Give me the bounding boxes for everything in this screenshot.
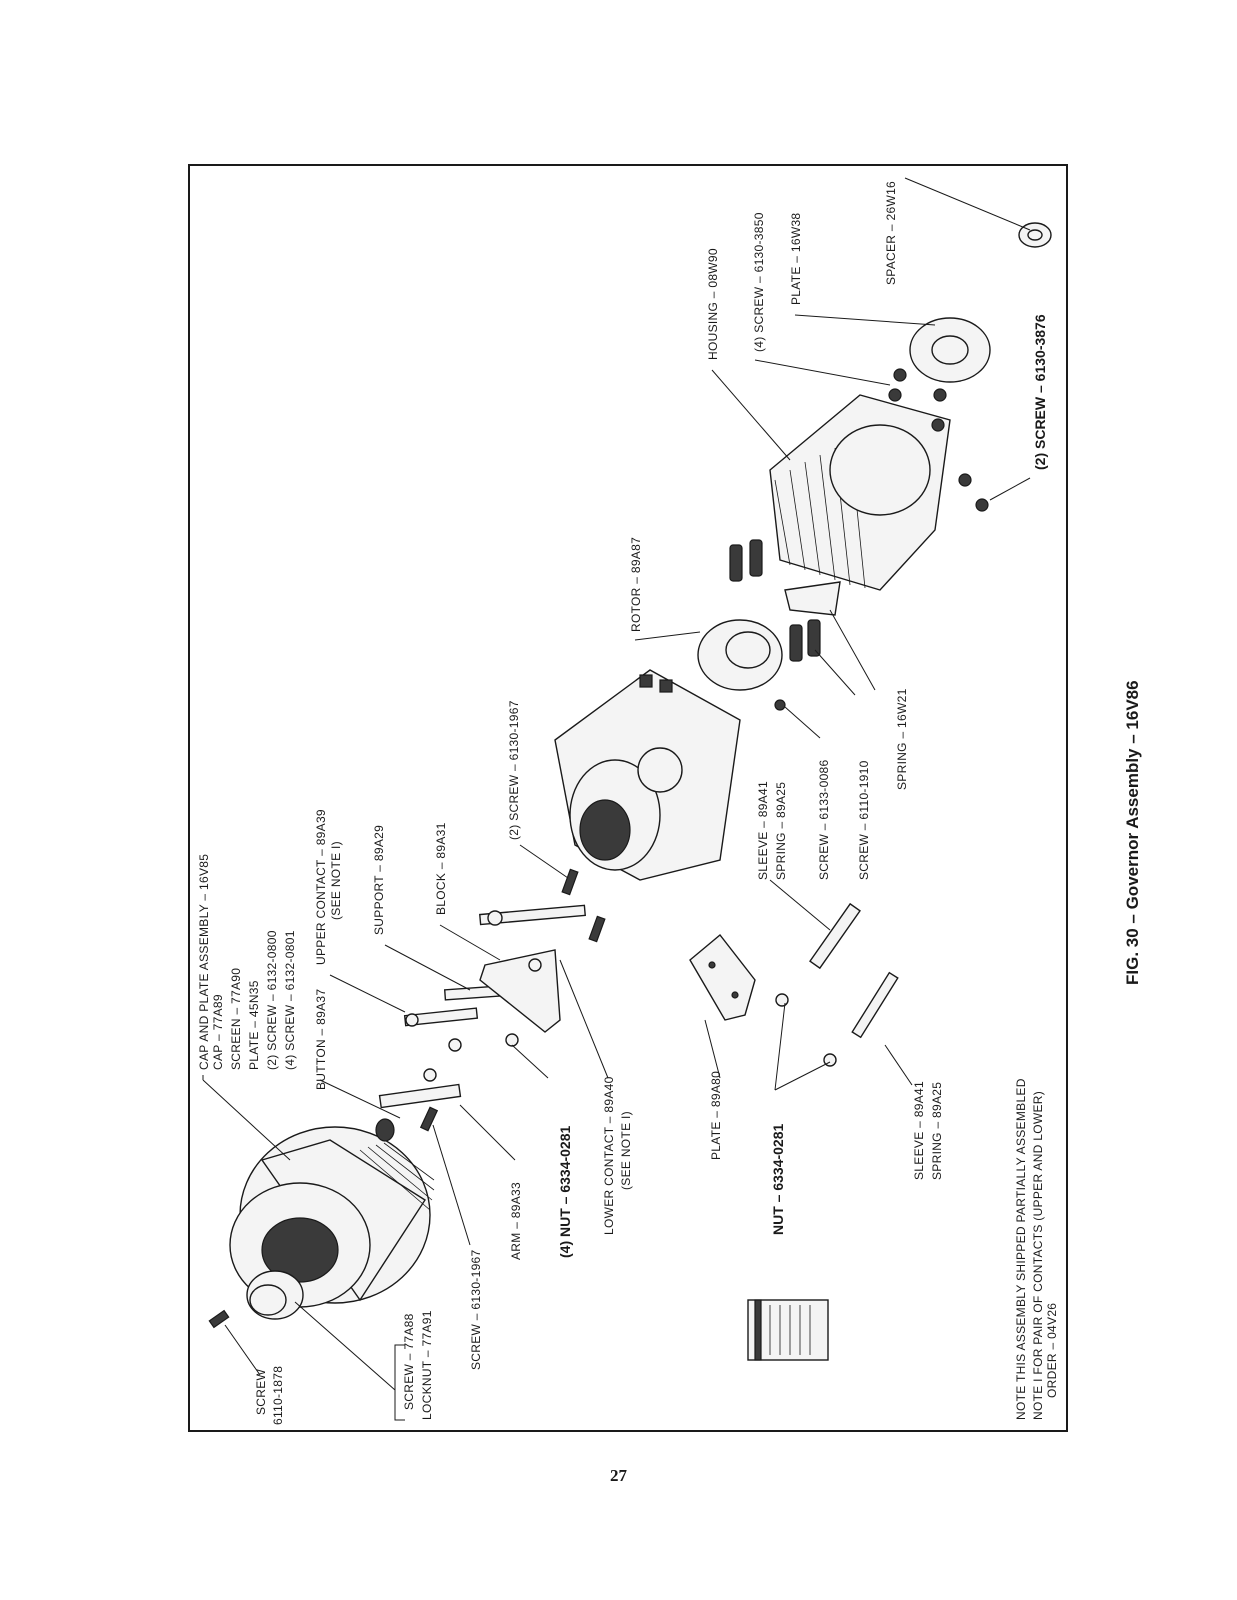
label-spring-16w21: SPRING – 16W21 — [895, 688, 909, 790]
page-number: 27 — [610, 1466, 627, 1485]
figure-notes: NOTE THIS ASSEMBLY SHIPPED PARTIALLY ASS… — [1014, 1078, 1059, 1420]
rotor-part — [697, 619, 783, 691]
label-housing: HOUSING – 08W90 — [706, 248, 720, 360]
label-sleeve-b: SLEEVE – 89A41 — [912, 1081, 926, 1180]
label-screw-0086: SCREW – 6133-0086 — [817, 759, 831, 880]
nuts-left — [423, 958, 542, 1082]
governor-body-part — [554, 669, 741, 881]
label-cap: CAP – 77A89 — [211, 994, 225, 1070]
label-nut-left: (4) NUT – 6334-0281 — [557, 1125, 573, 1258]
housing-part — [769, 394, 951, 591]
label-upper-contact-note: (SEE NOTE I) — [329, 841, 343, 920]
label-nut-right: NUT – 6334-0281 — [770, 1123, 786, 1235]
note-line-1: NOTE THIS ASSEMBLY SHIPPED PARTIALLY ASS… — [1014, 1078, 1028, 1420]
label-support: SUPPORT – 89A29 — [372, 825, 386, 935]
lower-contact-part — [479, 904, 586, 926]
screw-6110-1878-part — [208, 1309, 230, 1329]
label-spring-a: SPRING – 89A25 — [774, 782, 788, 880]
screw-6133-0086-part — [774, 699, 786, 711]
figure-caption: FIG. 30 – Governor Assembly – 16V86 — [1123, 680, 1142, 985]
label-plate-16w38: PLATE – 16W38 — [789, 213, 803, 305]
label-screw-3850: (4) SCREW – 6130-3850 — [752, 212, 766, 352]
label-plate-89a80: PLATE – 89A80 — [709, 1071, 723, 1160]
label-screw-3876: (2) SCREW – 6130-3876 — [1032, 314, 1048, 470]
label-block: BLOCK – 89A31 — [434, 822, 448, 915]
label-screw-1878-b: 6110-1878 — [271, 1366, 285, 1425]
label-screen: SCREEN – 77A90 — [229, 968, 243, 1070]
sleeve-spring-lower-part — [823, 971, 899, 1067]
label-button: BUTTON – 89A37 — [314, 989, 328, 1090]
leader-lines — [202, 177, 1031, 1421]
screw-6130-1967-lower-part — [419, 1106, 439, 1132]
note-line-2: NOTE I FOR PAIR OF CONTACTS (UPPER AND L… — [1031, 1091, 1045, 1420]
screw-6130-3850-part — [888, 368, 947, 432]
label-screw-0801: (4) SCREW – 6132-0801 — [283, 930, 297, 1070]
note-line-3: ORDER – 04V26 — [1045, 1303, 1059, 1398]
locknut-part — [246, 1270, 304, 1320]
label-cap-and-plate: CAP AND PLATE ASSEMBLY – 16V85 — [197, 854, 211, 1070]
sleeve-spring-upper-part — [775, 902, 861, 1007]
plate-89a80-part — [689, 933, 756, 1021]
label-sleeve-a: SLEEVE – 89A41 — [756, 781, 770, 880]
label-lower-contact: LOWER CONTACT – 89A40 — [602, 1076, 616, 1235]
part-labels: CAP AND PLATE ASSEMBLY – 16V85 CAP – 77A… — [197, 181, 1048, 1425]
label-screw-1878-a: SCREW — [254, 1368, 268, 1415]
label-screw-1967-top: (2) SCREW – 6130-1967 — [507, 700, 521, 840]
block-part — [479, 949, 561, 1033]
label-locknut: LOCKNUT – 77A91 — [420, 1310, 434, 1420]
label-screw-1967-bottom: SCREW – 6130-1967 — [469, 1249, 483, 1370]
label-spacer: SPACER – 26W16 — [884, 181, 898, 285]
label-screw-0800: (2) SCREW – 6132-0800 — [265, 930, 279, 1070]
figure-frame — [188, 164, 1068, 1432]
label-spring-b: SPRING – 89A25 — [930, 1082, 944, 1180]
label-arm: ARM – 89A33 — [509, 1182, 523, 1260]
plate-16w38-part — [909, 317, 991, 383]
label-upper-contact: UPPER CONTACT – 89A39 — [314, 809, 328, 965]
spring-16w21-part — [784, 581, 841, 616]
screw-6110-1910-part — [729, 539, 821, 662]
cap-and-plate-assembly-part — [229, 1126, 435, 1308]
spacer-part — [1018, 222, 1052, 248]
screw-6130-1967-upper-part — [561, 868, 606, 943]
screw-6130-3876-part — [958, 473, 989, 512]
label-rotor: ROTOR – 89A87 — [629, 537, 643, 632]
label-lower-contact-note: (SEE NOTE I) — [619, 1111, 633, 1190]
assembled-governor-thumbnail — [747, 1299, 829, 1361]
arm-part — [378, 1083, 462, 1109]
upper-contact-part — [403, 1007, 479, 1027]
button-part — [375, 1118, 395, 1142]
label-screw-1910: SCREW – 6110-1910 — [857, 760, 871, 880]
label-plate-45n35: PLATE – 45N35 — [247, 980, 261, 1070]
label-screw-77a88: SCREW – 77A88 — [402, 1313, 416, 1410]
